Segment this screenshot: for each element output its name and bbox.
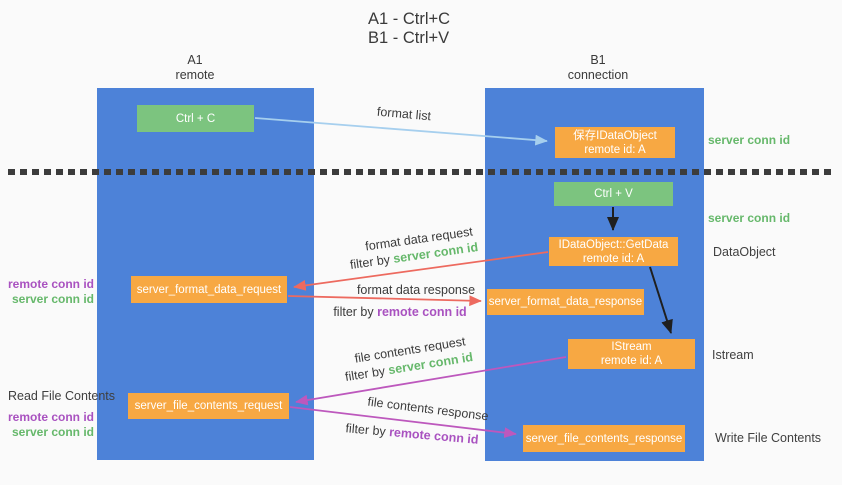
- node-idataobject-getdata: IDataObject::GetData remote id: A: [549, 237, 678, 266]
- node-istream-line1: IStream: [611, 341, 652, 353]
- lane-header-b1: B1 connection: [538, 53, 658, 83]
- left-conn-id-block-bottom: remote conn id server conn id: [0, 410, 94, 440]
- remote-conn-id-term: remote conn id: [377, 305, 467, 319]
- lane-b1-subtitle: connection: [567, 68, 629, 82]
- istream-label: Istream: [712, 348, 754, 362]
- lane-a1-subtitle: remote: [175, 68, 215, 82]
- node-istream-line2: remote id: A: [600, 355, 663, 367]
- filter-by-prefix: filter by: [344, 421, 390, 439]
- server-conn-id-label-top: server conn id: [708, 133, 791, 147]
- remote-conn-id-term: remote conn id: [388, 425, 480, 447]
- format-response-filter-label: filter by remote conn id: [333, 305, 466, 319]
- remote-conn-id-label-top: remote conn id: [7, 277, 94, 291]
- server-conn-id-label-mid: server conn id: [708, 211, 791, 225]
- lane-a1-name: A1: [187, 53, 203, 67]
- read-file-contents-label: Read File Contents: [8, 389, 116, 403]
- write-file-contents-label: Write File Contents: [715, 431, 822, 445]
- node-save-idataobject-line2: remote id: A: [584, 143, 646, 156]
- node-server-file-contents-response: server_file_contents_response: [523, 425, 685, 452]
- node-save-idataobject-line1: 保存IDataObject: [573, 129, 657, 142]
- node-file-request-label: server_file_contents_request: [134, 400, 283, 412]
- lane-header-a1: A1 remote: [135, 53, 255, 83]
- node-file-response-label: server_file_contents_response: [525, 432, 683, 445]
- node-ctrl-v-label: Ctrl + V: [594, 188, 633, 200]
- dataobject-label: DataObject: [713, 245, 776, 259]
- left-conn-id-block-top: remote conn id server conn id: [0, 277, 94, 307]
- format-list-edge-label: format list: [376, 104, 432, 124]
- node-getdata-line1: IDataObject::GetData: [558, 238, 669, 251]
- file-contents-response-edge-label: file contents response: [366, 394, 490, 424]
- filter-by-prefix: filter by: [333, 305, 378, 319]
- format-data-response-edge-label: format data response: [356, 283, 476, 297]
- node-save-idataobject: 保存IDataObject remote id: A: [555, 127, 675, 158]
- node-ctrl-v: Ctrl + V: [554, 182, 673, 206]
- session-divider-dashed-line: [8, 169, 836, 175]
- node-format-request-label: server_format_data_request: [136, 283, 282, 296]
- lane-b1-name: B1: [590, 53, 606, 67]
- diagram-title: A1 - Ctrl+C B1 - Ctrl+V: [368, 10, 450, 48]
- remote-conn-id-label-bottom: remote conn id: [7, 410, 94, 424]
- file-response-filter-label: filter by remote conn id: [345, 421, 479, 447]
- node-server-format-data-response: server_format_data_response: [487, 289, 644, 315]
- filter-by-prefix: filter by: [349, 251, 395, 272]
- server-conn-id-label-left-top: server conn id: [11, 292, 94, 306]
- node-format-response-label: server_format_data_response: [488, 296, 643, 308]
- node-ctrl-c: Ctrl + C: [137, 105, 254, 132]
- filter-by-prefix: filter by: [344, 363, 390, 385]
- server-conn-id-label-left-bottom: server conn id: [11, 425, 94, 439]
- node-getdata-line2: remote id: A: [582, 252, 645, 265]
- title-line-2: B1 - Ctrl+V: [368, 29, 450, 47]
- node-ctrl-c-label: Ctrl + C: [175, 112, 216, 125]
- node-server-file-contents-request: server_file_contents_request: [128, 393, 289, 419]
- node-istream: IStream remote id: A: [568, 339, 695, 369]
- title-line-1: A1 - Ctrl+C: [368, 10, 451, 28]
- node-server-format-data-request: server_format_data_request: [131, 276, 287, 303]
